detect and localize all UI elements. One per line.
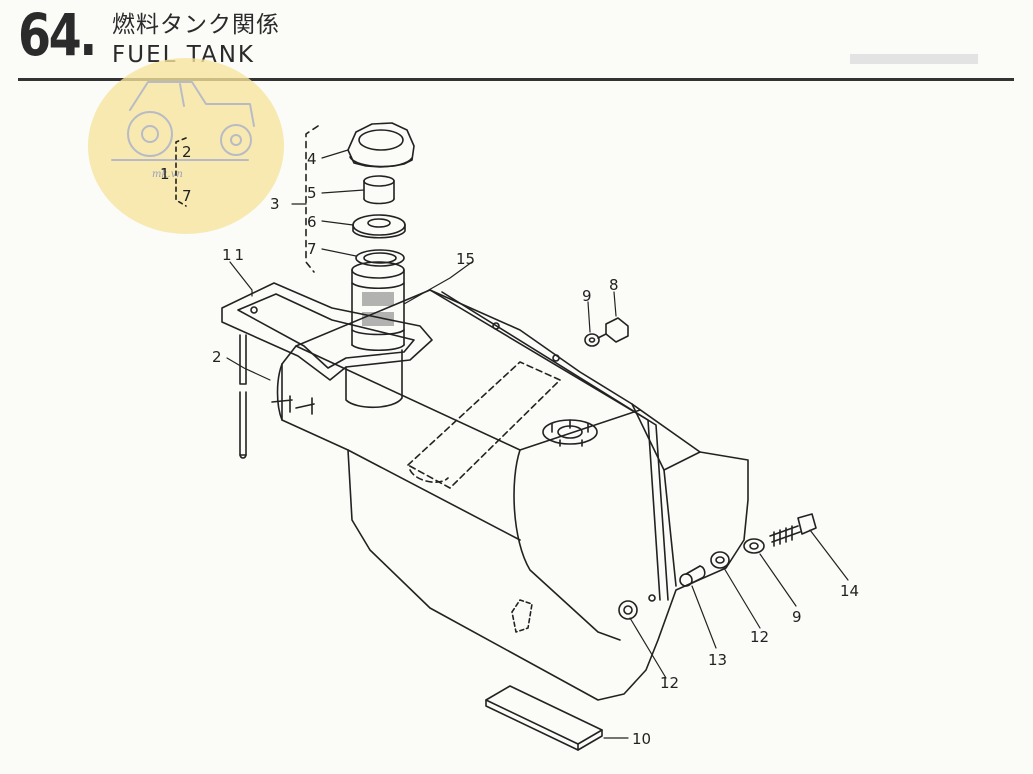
- fuel-tank-body: [271, 289, 749, 701]
- rubber-pad: [485, 685, 603, 751]
- callout-10: 10: [632, 730, 651, 748]
- callout-2: 2: [212, 348, 222, 366]
- callout-7: 7: [307, 240, 317, 258]
- fuel-cap: [347, 122, 415, 168]
- watermark-text: mk.vn: [152, 169, 183, 180]
- watermark-tractor-icon: [111, 81, 255, 161]
- collar: [679, 565, 706, 587]
- cap-sleeve: [363, 175, 395, 205]
- title-english: FUEL TANK: [112, 42, 256, 68]
- top-bolt: [597, 317, 629, 343]
- leader-lines: [226, 149, 849, 739]
- header-rule: [18, 78, 1014, 81]
- callout-12-side: 12: [750, 628, 769, 646]
- callout-7-bracket: 7: [182, 187, 192, 205]
- callout-13: 13: [708, 651, 727, 669]
- side-bolt: [769, 513, 817, 547]
- title-japanese: 燃料タンク関係: [112, 12, 280, 38]
- callout-9-top: 9: [582, 287, 592, 305]
- packing-ring: [355, 249, 405, 267]
- callout-9-side: 9: [792, 608, 802, 626]
- gasket-ring: [352, 214, 406, 239]
- callout-6: 6: [307, 213, 317, 231]
- callout-4: 4: [307, 150, 317, 168]
- faint-header-mark: [850, 54, 978, 64]
- callout-2-bracket: 2: [182, 143, 192, 161]
- callout-8: 8: [609, 276, 619, 294]
- side-washer-9: [743, 538, 765, 554]
- assembly-bracket: [305, 125, 319, 273]
- callout-11: 11: [222, 246, 247, 264]
- callout-14: 14: [840, 582, 859, 600]
- top-washer: [584, 333, 600, 347]
- callout-5: 5: [307, 184, 317, 202]
- side-washer-12: [710, 551, 730, 569]
- callout-1: 1: [160, 165, 170, 183]
- page-header: 64. 燃料タンク関係 FUEL TANK: [0, 0, 1033, 90]
- group-bracket: [175, 137, 187, 207]
- callout-3: 3: [270, 195, 280, 213]
- support-rod: [239, 334, 247, 459]
- callout-12-boss: 12: [660, 674, 679, 692]
- section-number: 64.: [18, 1, 97, 69]
- watermark-badge: [88, 58, 284, 234]
- filler-neck-strainer: [351, 261, 405, 352]
- callout-15: 15: [456, 250, 475, 268]
